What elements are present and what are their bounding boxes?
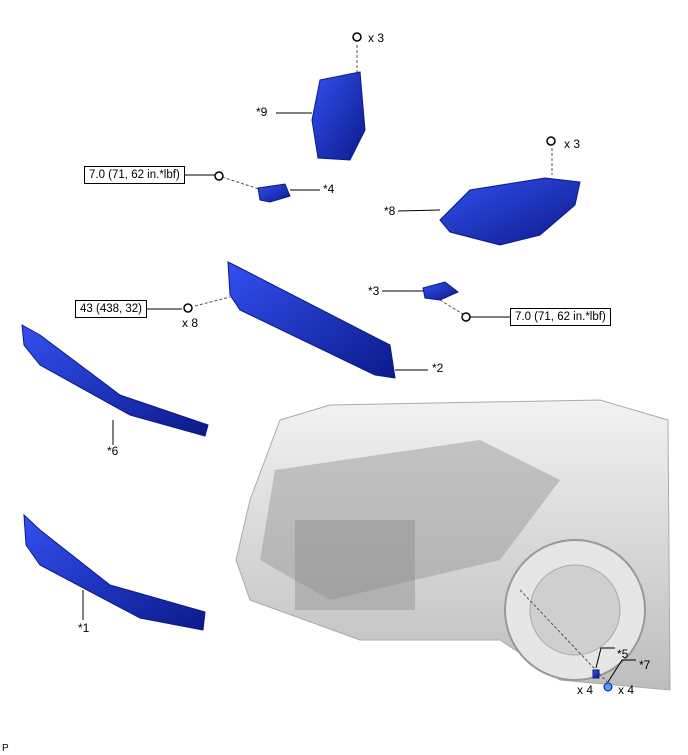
quantity-label: x 4 xyxy=(618,683,635,697)
part-label-6: *6 xyxy=(107,444,119,458)
part-5-clip xyxy=(592,669,600,679)
quantity-label: x 4 xyxy=(577,683,594,697)
part-label-1: *1 xyxy=(78,621,90,635)
vehicle-front-illustration xyxy=(235,399,671,691)
leader-lines xyxy=(82,112,636,683)
part-label-4: *4 xyxy=(323,182,335,196)
part-6-absorber xyxy=(21,324,209,437)
part-3-bracket xyxy=(422,281,459,301)
part-label-5: *5 xyxy=(617,647,629,661)
part-label-7: *7 xyxy=(639,658,651,672)
assembly-guide-lines xyxy=(194,45,611,686)
part-label-9: *9 xyxy=(256,105,268,119)
part-8-headlight xyxy=(439,177,581,246)
bolts xyxy=(183,32,556,322)
torque-spec-3: 7.0 (71, 62 in.*lbf) xyxy=(510,308,611,326)
part-label-8: *8 xyxy=(384,204,396,218)
parts xyxy=(21,71,613,692)
part-label-3: *3 xyxy=(368,284,380,298)
part-2-reinforcement xyxy=(227,261,396,379)
illustration-code: P xyxy=(2,743,9,754)
part-7-nut xyxy=(603,682,613,692)
torque-spec-bar: 43 (438, 32) xyxy=(75,300,148,318)
torque-spec-4: 7.0 (71, 62 in.*lbf) xyxy=(84,166,185,184)
quantity-label: x 3 xyxy=(368,31,385,45)
part-1-absorber xyxy=(23,513,206,631)
quantity-label: x 3 xyxy=(564,137,581,151)
part-4-bracket xyxy=(257,183,291,203)
quantity-label: x 8 xyxy=(182,316,199,330)
part-9-bracket xyxy=(311,71,366,161)
part-label-2: *2 xyxy=(432,361,444,375)
